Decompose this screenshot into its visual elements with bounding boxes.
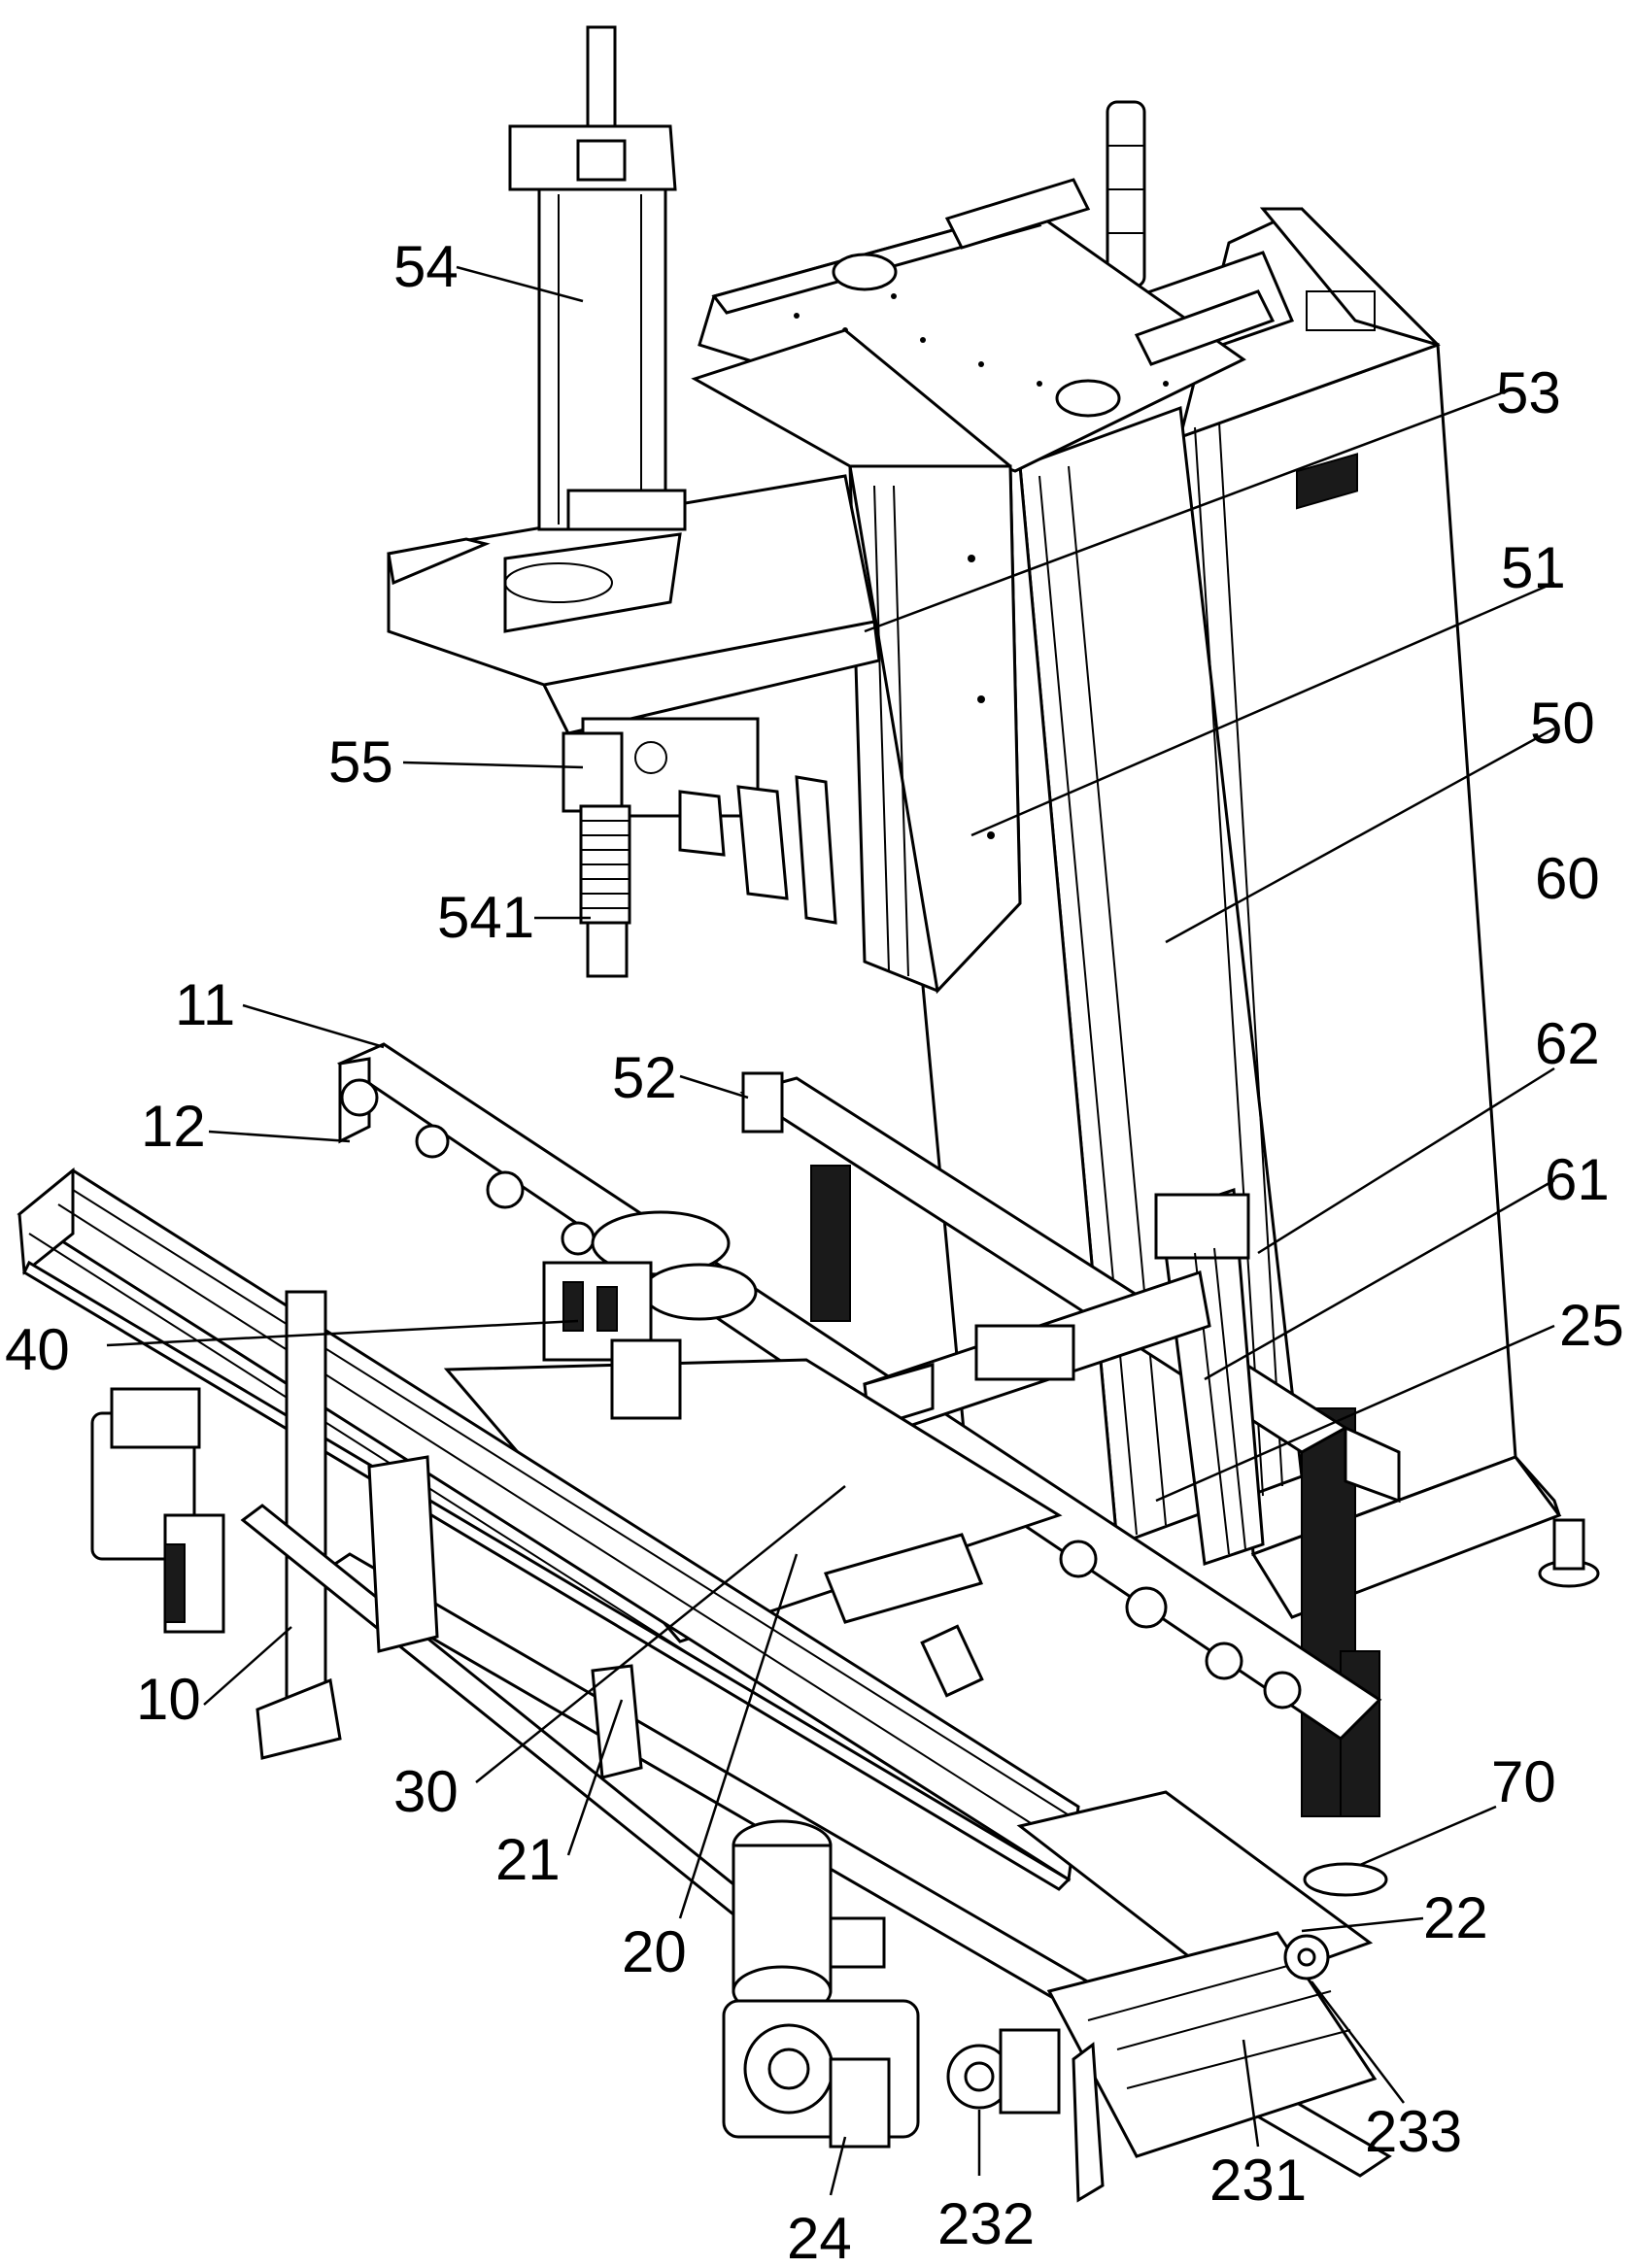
label-22: 22 [1423, 1885, 1488, 1950]
label-21: 21 [495, 1827, 561, 1892]
label-541: 541 [437, 885, 534, 950]
label-25: 25 [1559, 1293, 1624, 1358]
label-11: 11 [175, 972, 235, 1037]
label-60: 60 [1535, 846, 1600, 911]
label-40: 40 [5, 1317, 70, 1382]
label-53: 53 [1496, 360, 1561, 425]
label-24: 24 [787, 2206, 852, 2268]
label-10: 10 [136, 1667, 201, 1732]
label-50: 50 [1530, 691, 1595, 756]
label-20: 20 [622, 1919, 687, 1984]
arm-53 [389, 476, 879, 923]
sprocket-233 [1285, 1936, 1328, 1979]
label-55: 55 [328, 729, 393, 795]
label-12: 12 [141, 1094, 206, 1159]
left-motor [92, 1389, 223, 1632]
label-70: 70 [1491, 1749, 1556, 1814]
label-30: 30 [393, 1759, 459, 1824]
label-62: 62 [1535, 1011, 1600, 1076]
corner-mark: ` [8, 0, 27, 34]
label-232: 232 [937, 2191, 1035, 2256]
sprocket-232 [948, 2030, 1059, 2113]
label-54: 54 [393, 234, 459, 299]
label-52: 52 [612, 1045, 677, 1110]
label-233: 233 [1365, 2099, 1462, 2164]
label-51: 51 [1501, 535, 1566, 600]
label-231: 231 [1209, 2148, 1307, 2213]
screw-541 [563, 733, 630, 976]
cylinder-54 [510, 27, 685, 529]
label-61: 61 [1545, 1147, 1610, 1212]
